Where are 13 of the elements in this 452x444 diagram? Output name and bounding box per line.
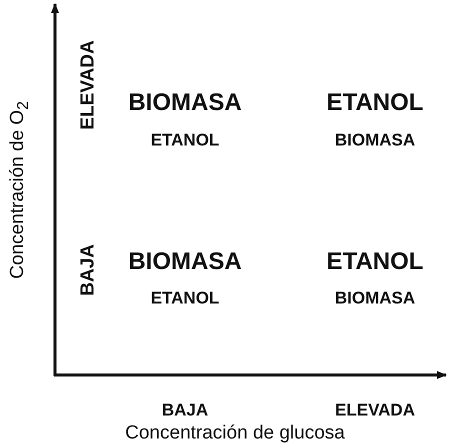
axis-tick-label: ELEVADA — [78, 40, 98, 130]
cell-main-text: ETANOL — [326, 250, 424, 274]
axis-tick-label: ELEVADA — [335, 402, 415, 418]
cell-main-text: BIOMASA — [128, 250, 242, 274]
cell-secondary-text: ETANOL — [150, 290, 220, 306]
cell-main-text: BIOMASA — [128, 91, 242, 115]
axis-title: Concentración de glucosa — [125, 424, 345, 442]
cell-secondary-text: BIOMASA — [334, 290, 416, 306]
cell-secondary-text: BIOMASA — [334, 132, 416, 148]
axis-tick-label: BAJA — [162, 402, 208, 418]
cell-secondary-text: ETANOL — [150, 132, 220, 148]
axis-tick-label: BAJA — [78, 244, 98, 296]
cell-main-text: ETANOL — [326, 91, 424, 115]
